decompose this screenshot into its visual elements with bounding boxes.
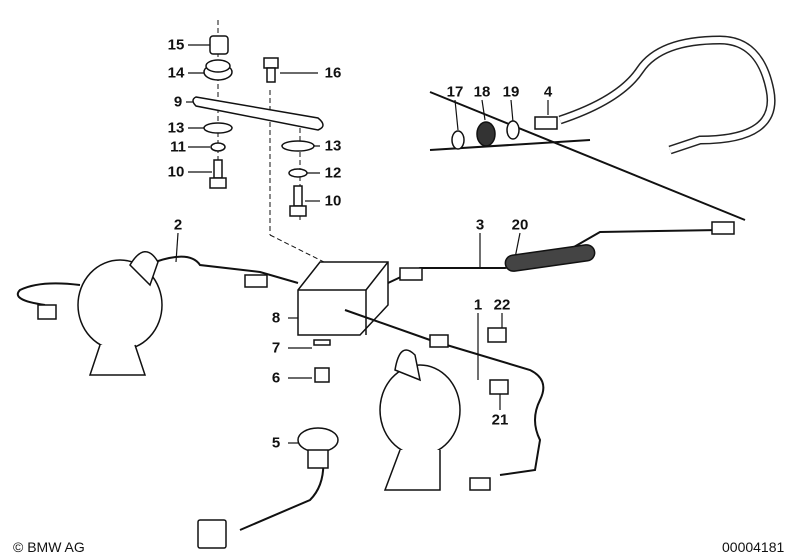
diagram-number: 00004181 [722,539,785,555]
mounting-hardware [192,35,324,217]
callout-13: 13 [167,119,185,137]
callout-5: 5 [271,434,281,452]
callout-22: 22 [493,296,511,314]
distributor-block [297,261,389,383]
copyright-text: © BMW AG [13,539,85,555]
callout-19: 19 [502,83,520,101]
callout-15: 15 [167,36,185,54]
callout-14: 14 [167,64,185,82]
callout-18: 18 [473,83,491,101]
callout-1: 1 [473,296,483,314]
callout-4: 4 [543,83,553,101]
callout-2: 2 [173,216,183,234]
pressure-switch [197,427,339,549]
fittings [37,116,735,491]
callout-13: 13 [324,137,342,155]
callout-17: 17 [446,83,464,101]
callout-12: 12 [324,164,342,182]
callout-16: 16 [324,64,342,82]
callout-10: 10 [324,192,342,210]
callout-8: 8 [271,309,281,327]
brake-lines [16,35,776,531]
callout-21: 21 [491,411,509,429]
pressure-accumulators [77,251,461,491]
callout-10: 10 [167,163,185,181]
callout-20: 20 [511,216,529,234]
leader-lines [175,44,549,444]
callout-11: 11 [170,138,186,156]
callout-3: 3 [475,216,485,234]
callout-7: 7 [271,339,281,357]
callout-6: 6 [271,369,281,387]
protective-sleeve [504,244,596,272]
callout-9: 9 [173,93,183,111]
